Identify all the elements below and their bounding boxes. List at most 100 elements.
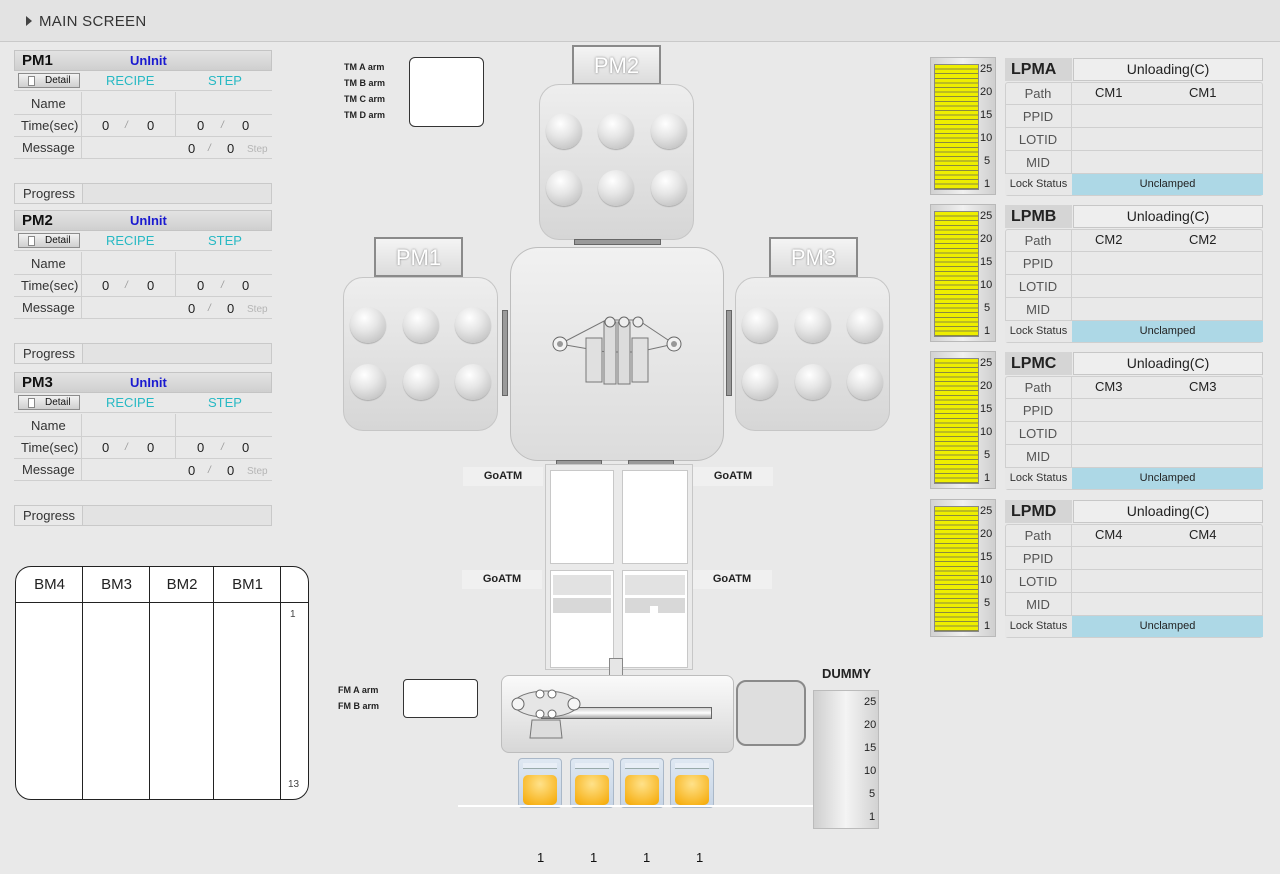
pm-name: PM1 — [22, 52, 53, 69]
slash: / — [208, 465, 211, 476]
bm-header[interactable]: BM3 — [101, 576, 132, 593]
bm-header[interactable]: BM1 — [232, 576, 263, 593]
progress-label: Progress — [23, 186, 76, 201]
slash: / — [125, 442, 128, 453]
goatm-button[interactable]: GoATM — [463, 467, 543, 486]
floor-line — [458, 805, 814, 807]
wafer-slot — [553, 598, 611, 613]
slit-valve[interactable] — [502, 310, 508, 396]
chamber-label-pm3[interactable]: PM3 — [769, 237, 858, 277]
dummy-tick: 1 — [869, 811, 876, 823]
aligner[interactable] — [736, 680, 806, 746]
chamber-pm2[interactable] — [539, 84, 694, 240]
cassette-icon[interactable] — [570, 758, 614, 808]
transfer-chamber[interactable] — [510, 247, 724, 461]
detail-button[interactable]: Detail — [18, 395, 80, 410]
time-value: 0 — [242, 278, 250, 293]
gauge-tick: 5 — [984, 302, 991, 314]
goatm-button[interactable]: GoATM — [693, 467, 773, 486]
lock-status[interactable]: Unclamped — [1072, 321, 1263, 342]
progress-label: Progress — [23, 346, 76, 361]
screen-title: MAIN SCREEN — [39, 13, 147, 30]
goatm-button[interactable]: GoATM — [462, 570, 542, 589]
gauge-tick: 1 — [984, 178, 991, 190]
goatm-button[interactable]: GoATM — [692, 570, 772, 589]
detail-button[interactable]: Detail — [18, 233, 80, 248]
chamber-pm3[interactable] — [735, 277, 890, 431]
lp-row-ppid: PPID — [1005, 547, 1263, 570]
chamber-label-pm1[interactable]: PM1 — [374, 237, 463, 277]
expand-triangle-icon[interactable] — [26, 16, 32, 26]
lock-label: Lock Status — [1005, 321, 1072, 342]
lock-status[interactable]: Unclamped — [1072, 174, 1263, 195]
fm-arm-label: FM B arm — [338, 701, 380, 711]
message-row: Message 0 / 0 Step — [14, 297, 272, 319]
cassette-icon[interactable] — [518, 758, 562, 808]
time-label: Time(sec) — [21, 118, 79, 133]
lp-row-mid: MID — [1005, 151, 1263, 174]
lp-row-label: Path — [1005, 524, 1072, 547]
fm-robot-icon[interactable] — [506, 684, 586, 744]
lp-row-lotid: LOTID — [1005, 422, 1263, 445]
lp-slot-gauge[interactable]: 25 20 15 10 5 1 — [930, 499, 996, 637]
lp-header: LPMB Unloading(C) — [1005, 205, 1263, 228]
load-lock-b[interactable] — [622, 470, 688, 564]
lp-name: LPMB — [1005, 205, 1072, 228]
time-value: 0 — [242, 118, 250, 133]
lp-header: LPMC Unloading(C) — [1005, 352, 1263, 375]
slash: / — [221, 280, 224, 291]
lock-status[interactable]: Unclamped — [1072, 616, 1263, 637]
lp-row-label: MID — [1005, 298, 1072, 321]
fm-arm-label: FM A arm — [338, 685, 379, 695]
wafer-icon — [403, 364, 439, 400]
gauge-tick: 5 — [984, 597, 991, 609]
lp-slot-gauge[interactable]: 25 20 15 10 5 1 — [930, 204, 996, 342]
detail-checkbox-icon[interactable] — [28, 236, 35, 246]
bm-column — [214, 567, 281, 799]
dummy-slot-gauge[interactable]: 25 20 15 10 5 1 — [813, 690, 879, 829]
gauge-tick: 20 — [980, 86, 993, 98]
gauge-tick: 25 — [980, 357, 993, 369]
detail-checkbox-icon[interactable] — [28, 76, 35, 86]
gauge-tick: 10 — [980, 426, 993, 438]
time-value: 0 — [147, 278, 155, 293]
slit-valve[interactable] — [726, 310, 732, 396]
lp-path-source: CM1 — [1095, 85, 1123, 100]
lp-row-label: MID — [1005, 445, 1072, 468]
pm-toolbar-row: Detail RECIPE STEP — [14, 71, 272, 91]
message-label: Message — [22, 140, 75, 155]
detail-label: Detail — [45, 75, 71, 86]
dummy-tick: 25 — [864, 696, 877, 708]
lp-row-ppid: PPID — [1005, 105, 1263, 128]
slit-valve[interactable] — [574, 239, 661, 245]
tm-robot-icon[interactable] — [548, 312, 684, 388]
gauge-tick: 25 — [980, 63, 993, 75]
chamber-pm1[interactable] — [343, 277, 498, 431]
wafer-icon — [847, 364, 883, 400]
wafer-icon — [847, 307, 883, 343]
name-row: Name — [14, 414, 272, 437]
detail-button[interactable]: Detail — [18, 73, 80, 88]
message-value: 0 — [188, 141, 196, 156]
load-lock-a[interactable] — [550, 470, 614, 564]
detail-checkbox-icon[interactable] — [28, 398, 35, 408]
cassette-icon[interactable] — [670, 758, 714, 808]
lp-slot-gauge[interactable]: 25 20 15 10 5 1 — [930, 351, 996, 489]
bm-header[interactable]: BM4 — [34, 576, 65, 593]
wafer-icon — [403, 307, 439, 343]
tm-arm-label: TM D arm — [344, 110, 386, 120]
lp-lock-row: Lock Status Unclamped — [1005, 174, 1263, 195]
gauge-tick: 10 — [980, 574, 993, 586]
lp-slot-gauge[interactable]: 25 20 15 10 5 1 — [930, 57, 996, 195]
chamber-label-pm2[interactable]: PM2 — [572, 45, 661, 85]
lp-row-path: Path CM2 CM2 — [1005, 229, 1263, 252]
lock-status[interactable]: Unclamped — [1072, 468, 1263, 489]
cassette-icon[interactable] — [620, 758, 664, 808]
bm-header[interactable]: BM2 — [166, 576, 198, 593]
wafer-icon — [742, 307, 778, 343]
gauge-tick: 10 — [980, 132, 993, 144]
step-header: STEP — [208, 395, 242, 410]
step-header: STEP — [208, 73, 242, 88]
time-value: 0 — [197, 440, 205, 455]
gauge-tick: 15 — [980, 109, 993, 121]
